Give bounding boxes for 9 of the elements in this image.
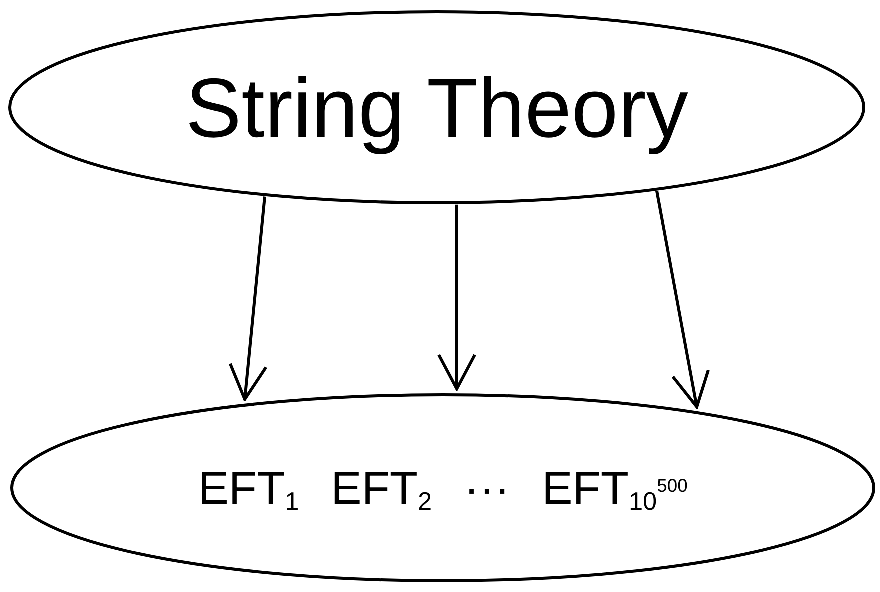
node-text: ···	[464, 460, 510, 516]
node-text: String Theory	[186, 60, 688, 156]
arrow	[656, 190, 710, 409]
ellipse-node	[8, 10, 866, 205]
ellipse-node	[10, 393, 876, 583]
arrow	[438, 204, 476, 391]
arrow	[228, 196, 268, 402]
node-text: EFT$_{1}$	[198, 460, 300, 518]
node-text: EFT$_{2}$	[331, 460, 432, 518]
